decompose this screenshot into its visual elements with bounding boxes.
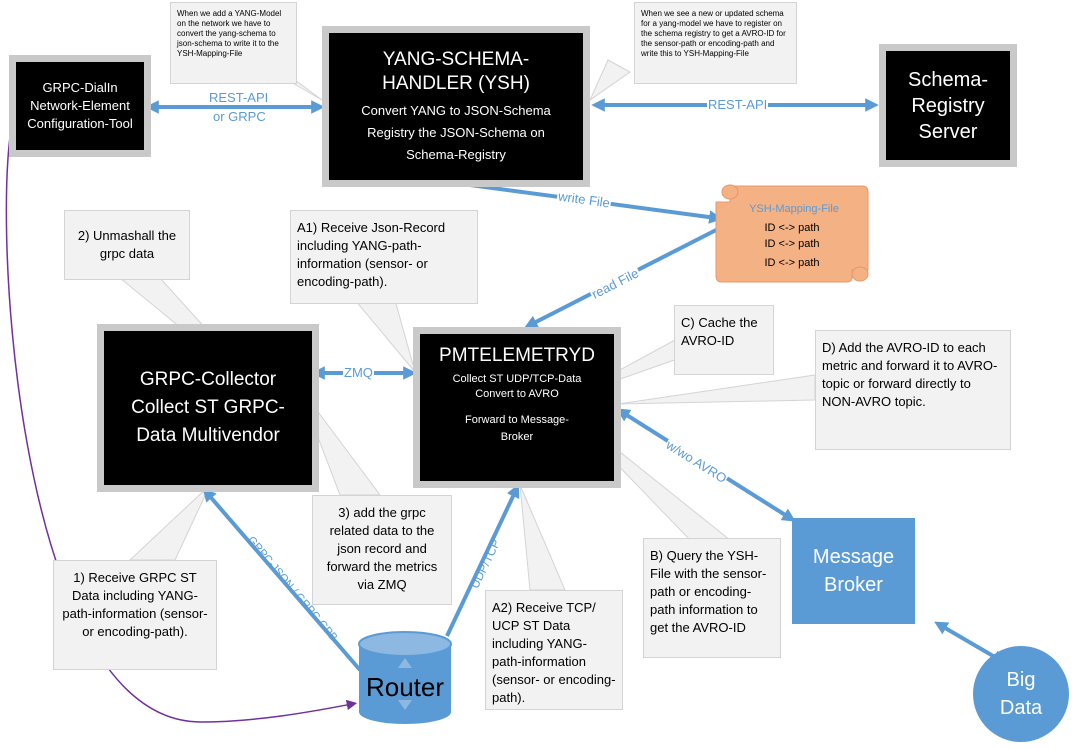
callout-pointer-new-schema: [588, 59, 631, 102]
note-query: B) Query the YSH-File with the sensor-pa…: [643, 538, 781, 658]
note-cache: C) Cache the AVRO-ID: [674, 305, 774, 375]
grpc-collector-block: GRPC-Collector Collect ST GRPC-Data Mult…: [97, 324, 319, 492]
big-data-label: Big Data: [999, 669, 1043, 719]
arrow-router-collector: [202, 487, 362, 672]
note-add-avro: D) Add the AVRO-ID to each metric and fo…: [815, 330, 1011, 450]
callout-pointer-receive-grpc: [128, 484, 211, 561]
schema-registry-label: Schema-Registry Server: [907, 68, 989, 143]
note-receive-tcp: A2) Receive TCP/ UCP ST Data including Y…: [485, 590, 623, 710]
arrow-broker-bigdata: [934, 621, 1006, 664]
note-yang-model: When we add a YANG-Model on the network …: [170, 2, 297, 84]
big-data-node: Big Data: [973, 646, 1069, 742]
grpc-collector-label: GRPC-Collector Collect ST GRPC-Data Mult…: [131, 369, 285, 446]
pmtelemetryd-line1: Collect ST UDP/TCP-Data: [452, 373, 582, 385]
mapping-file-title: YSH-Mapping-File: [749, 203, 839, 215]
mapping-file-scroll: [715, 184, 869, 283]
note-add-grpc: 3) add the grpc related data to the json…: [312, 495, 452, 605]
edge-label-rest-api-grpc-2: or GRPC: [212, 109, 267, 124]
callout-pointer-receive-tcp: [519, 484, 566, 591]
arrow-router-pmtelemetryd: [445, 483, 520, 637]
router-cylinder: [358, 631, 452, 724]
callout-pointer-add-avro: [617, 374, 816, 405]
callout-pointer-receive-json: [353, 299, 416, 373]
edge-label-rest-api-grpc: REST-API: [208, 90, 270, 105]
pmtelemetryd-title: PMTELEMETRYD: [439, 345, 595, 366]
ysh-description: Convert YANG to JSON-Schema Registry the…: [361, 102, 551, 162]
note-receive-grpc: 1) Receive GRPC ST Data including YANG-p…: [53, 560, 217, 670]
config-tool-block: GRPC-DialIn Network-Element Configuratio…: [9, 55, 151, 157]
edge-label-rest-api: REST-API: [707, 97, 769, 112]
mapping-file-row: ID <-> path: [764, 222, 820, 234]
ysh-title: YANG-SCHEMA-HANDLER (YSH): [382, 48, 530, 94]
router-arrows-icon: [398, 658, 412, 710]
pmtelemetryd-line2: Convert to AVRO: [475, 388, 559, 400]
schema-registry-block: Schema-Registry Server: [879, 44, 1017, 167]
config-tool-label: GRPC-DialIn Network-Element Configuratio…: [27, 80, 133, 131]
router-label: Router: [365, 672, 445, 702]
mapping-file-row: ID <-> path: [764, 257, 820, 269]
edge-label-zmq: ZMQ: [343, 365, 374, 380]
note-unmarshall: 2) Unmashall the grpc data: [64, 210, 190, 280]
pmtelemetryd-line3: Forward to Message-Broker: [465, 414, 569, 443]
ysh-block: YANG-SCHEMA-HANDLER (YSH) Convert YANG t…: [322, 26, 590, 187]
message-broker-block: Message Broker: [792, 518, 915, 624]
message-broker-label: Message Broker: [812, 546, 895, 596]
mapping-file-row: ID <-> path: [764, 238, 820, 250]
pmtelemetryd-block: PMTELEMETRYD Collect ST UDP/TCP-Data Con…: [413, 327, 621, 488]
note-receive-json: A1) Receive Json-Record including YANG-p…: [290, 210, 478, 304]
note-new-schema: When we see a new or updated schema for …: [634, 2, 797, 84]
